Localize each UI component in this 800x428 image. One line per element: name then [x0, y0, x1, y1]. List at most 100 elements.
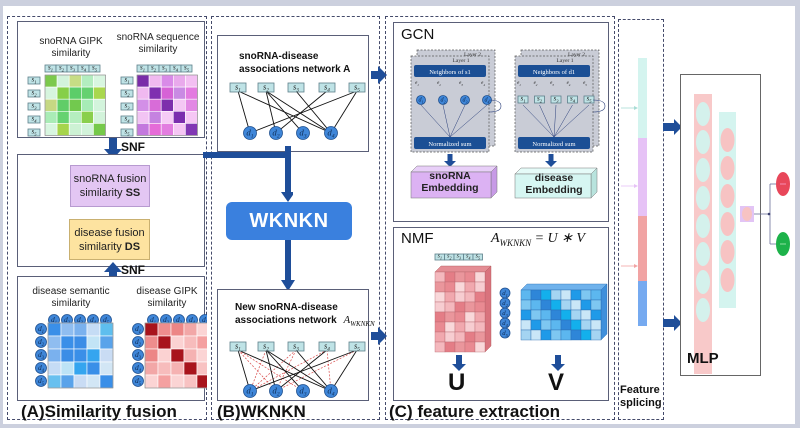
disease-node-label: d3 [38, 350, 45, 361]
splice-segment-1 [638, 138, 647, 216]
network-snorna-node [318, 82, 336, 93]
mlp-network [694, 94, 790, 374]
arrow-to-gcn [371, 66, 387, 84]
v-matrix-cell [540, 299, 552, 311]
association-edge [249, 349, 358, 392]
arrow-to-mlp-bottom [663, 315, 682, 331]
seq-row-node [120, 102, 134, 111]
snorna-node-label: s4 [81, 64, 87, 73]
seq-cell [148, 74, 162, 88]
semantic-cell [86, 348, 101, 363]
edge-weight-label: e3 [550, 81, 554, 87]
nmf-disease-node [499, 327, 511, 339]
v-matrix-cell [520, 319, 532, 331]
nmf-title: NMF [401, 230, 434, 247]
feature-splicing-line1: Feature [620, 384, 660, 396]
gipk-d-row-node [132, 362, 144, 374]
seq-row-node [120, 89, 134, 98]
association-edge [330, 349, 358, 392]
layer1-label: Layer 1 [557, 58, 574, 64]
mlp-input-neuron [696, 214, 710, 238]
ds-box-line1: disease fusion [74, 226, 145, 239]
seq-cell [185, 98, 198, 112]
disease-node-label: d2 [502, 300, 508, 308]
neighbors-box [518, 65, 590, 77]
snf-bottom-label: SNF [121, 263, 145, 277]
semantic-cell [73, 361, 88, 376]
disease-gipk-cell [183, 374, 198, 389]
seq-cell [173, 98, 186, 112]
v-matrix-cell [560, 329, 572, 341]
v-matrix-cell [570, 299, 582, 311]
association-edge [265, 90, 304, 134]
snorna-seq-title: snoRNA sequence similarity [115, 32, 201, 56]
u-label: U [448, 369, 466, 396]
splice-input-arrowhead [634, 106, 638, 110]
gipk-cell [68, 123, 82, 136]
network-a-title: snoRNA-disease associations network A [239, 50, 350, 76]
output-junction [767, 212, 771, 216]
disease-node-label: d3 [299, 385, 306, 397]
disease-gipk-cell [196, 361, 207, 376]
gcn-title: GCN [401, 26, 435, 43]
u-matrix-cell [454, 331, 466, 343]
semantic-cell [99, 348, 114, 363]
snorna-node-label: s3 [31, 102, 37, 111]
snorna-node-label: s4 [124, 115, 130, 124]
arrow-to-mlp-top [663, 119, 682, 135]
disease-gipk-cell [183, 361, 198, 376]
u-matrix-cell [434, 311, 446, 323]
disease-node-label: d5 [38, 376, 45, 387]
snorna-node-label: s2 [263, 342, 269, 353]
snorna-seq-title-line1: snoRNA sequence [116, 32, 200, 43]
mlp-input-neuron [696, 158, 710, 182]
layer2-label: Layer 2 [464, 52, 481, 58]
u-matrix-cell [474, 331, 486, 343]
feature-splicing-section [618, 19, 664, 420]
association-edge [295, 90, 332, 134]
v-label: V [548, 369, 565, 396]
snorna-node-label: s2 [537, 95, 543, 104]
semantic-cell [47, 335, 62, 350]
disease-gipk-cell [183, 335, 198, 350]
disease-gipk-cell [144, 322, 159, 337]
v-matrix-cell [580, 289, 592, 301]
u-matrix-cell [434, 341, 446, 353]
v-matrix-cell [540, 329, 552, 341]
v-matrix-cell [540, 309, 552, 321]
seq-cell [136, 98, 150, 112]
disease-gipk-cell [157, 322, 172, 337]
v-matrix-cell [590, 289, 602, 301]
snorna-node-label: s1 [235, 83, 241, 94]
aggregation-edge [442, 104, 451, 138]
disease-gipk-cell [144, 348, 159, 363]
gipk-cell [81, 74, 94, 88]
gipk-d-row-node [132, 336, 144, 348]
u-matrix-cell [474, 291, 486, 303]
semantic-cell [47, 374, 62, 389]
u-matrix-cell [444, 341, 456, 353]
association-edge [237, 349, 251, 392]
section-a-similarity-fusion [7, 16, 207, 420]
network-disease-node [296, 126, 310, 140]
disease-gipk-cell [196, 322, 207, 337]
snorna-embedding-cube-front [410, 171, 492, 199]
gipk-cell [68, 86, 82, 100]
network-disease-node [324, 126, 338, 140]
normalized-sum-box [518, 137, 590, 149]
semantic-cell [99, 335, 114, 350]
snorna-node-label: s3 [293, 342, 299, 353]
disease-embedding-line1: disease [534, 172, 574, 184]
gipk-cell [56, 123, 70, 136]
gcn-snorna-node [517, 95, 529, 104]
disease-gipk-cell [170, 322, 185, 337]
v-matrix-cell [540, 289, 552, 301]
association-edge [249, 90, 358, 134]
u-matrix-cell [474, 311, 486, 323]
gipk-cell [44, 98, 58, 112]
v-matrix-cell [530, 299, 542, 311]
disease-node-label: d3 [135, 350, 142, 361]
v-matrix-cell [550, 289, 562, 301]
network-snorna-node [287, 82, 305, 93]
wknkn-button[interactable]: WKNKN [226, 202, 352, 240]
